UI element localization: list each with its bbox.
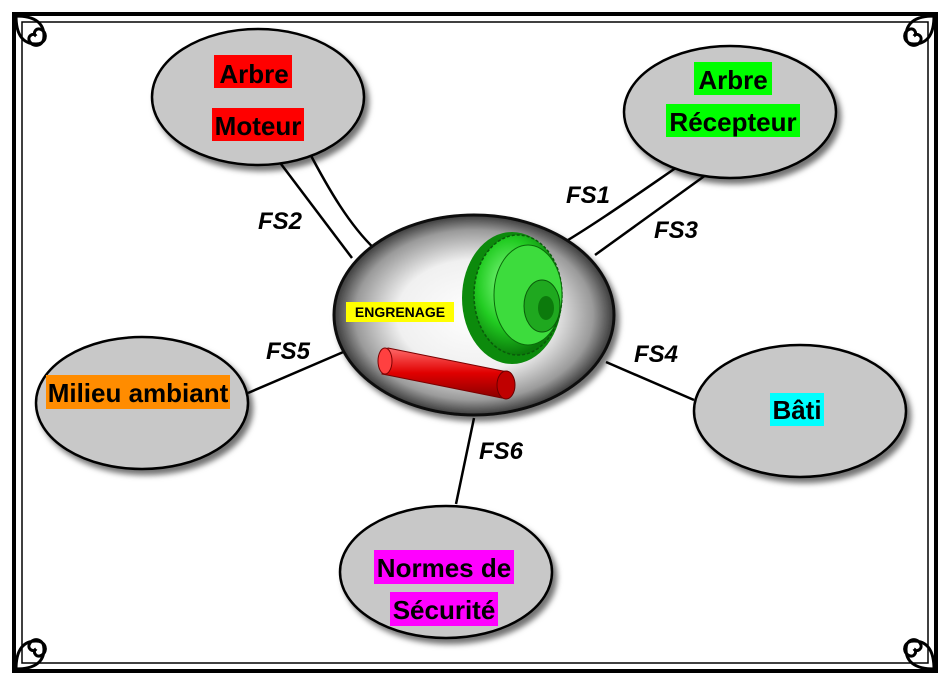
node-milieu-ambiant-line1: Milieu ambiant: [48, 378, 229, 408]
green-gear-icon: [462, 232, 563, 364]
node-bati: Bâti: [692, 343, 908, 479]
center-label-bg: [346, 302, 454, 322]
node-arbre-recepteur-bg: [694, 62, 772, 95]
connector-fs2: [277, 159, 353, 259]
node-arbre-moteur-bg: [214, 55, 292, 88]
node-milieu-ambiant: Milieu ambiant: [34, 335, 250, 471]
corner-ornament-bottom-left: [14, 638, 47, 671]
node-milieu-ambiant-bg: [46, 375, 230, 409]
connector-fs3: [594, 170, 711, 257]
node-normes-securite-bg2: [390, 592, 498, 626]
label-fs1: FS1: [566, 182, 610, 209]
node-normes-securite-bg: [374, 550, 514, 584]
corner-ornament-bottom-right: [903, 638, 936, 671]
decorative-frame: [12, 12, 938, 673]
center-node-engrenage: ENGRENAGE: [332, 213, 616, 417]
node-normes-securite-line1: Normes de: [377, 553, 511, 583]
node-arbre-moteur-bg2: [212, 108, 304, 141]
corner-ornament-top-left: [14, 14, 47, 47]
node-bati-line1: Bâti: [772, 395, 821, 425]
label-fs5: FS5: [266, 338, 311, 365]
node-arbre-recepteur-line2: Récepteur: [669, 107, 796, 137]
node-normes-securite-line2: Sécurité: [393, 595, 496, 625]
red-shaft-icon: [377, 347, 516, 400]
connector-fs6: [454, 417, 476, 505]
connector-fs5: [247, 348, 349, 395]
connector-fs4: [605, 360, 695, 402]
label-fs3: FS3: [654, 217, 699, 244]
node-arbre-moteur: Arbre Moteur: [150, 27, 366, 167]
node-arbre-moteur-line2: Moteur: [215, 111, 302, 141]
label-fs4: FS4: [634, 341, 678, 368]
node-bati-bg: [770, 393, 824, 426]
node-arbre-recepteur-bg2: [666, 104, 800, 137]
node-normes-securite: Normes de Sécurité: [338, 504, 554, 640]
center-label: ENGRENAGE: [355, 304, 445, 320]
label-fs2: FS2: [258, 208, 303, 235]
node-arbre-moteur-line1: Arbre: [219, 59, 288, 89]
label-fs6: FS6: [479, 438, 524, 465]
corner-ornament-top-right: [903, 14, 936, 47]
function-labels: FS1 FS2 FS3 FS4 FS5 FS6: [258, 182, 699, 465]
node-arbre-recepteur: Arbre Récepteur: [622, 44, 838, 180]
node-arbre-recepteur-line1: Arbre: [698, 65, 767, 95]
